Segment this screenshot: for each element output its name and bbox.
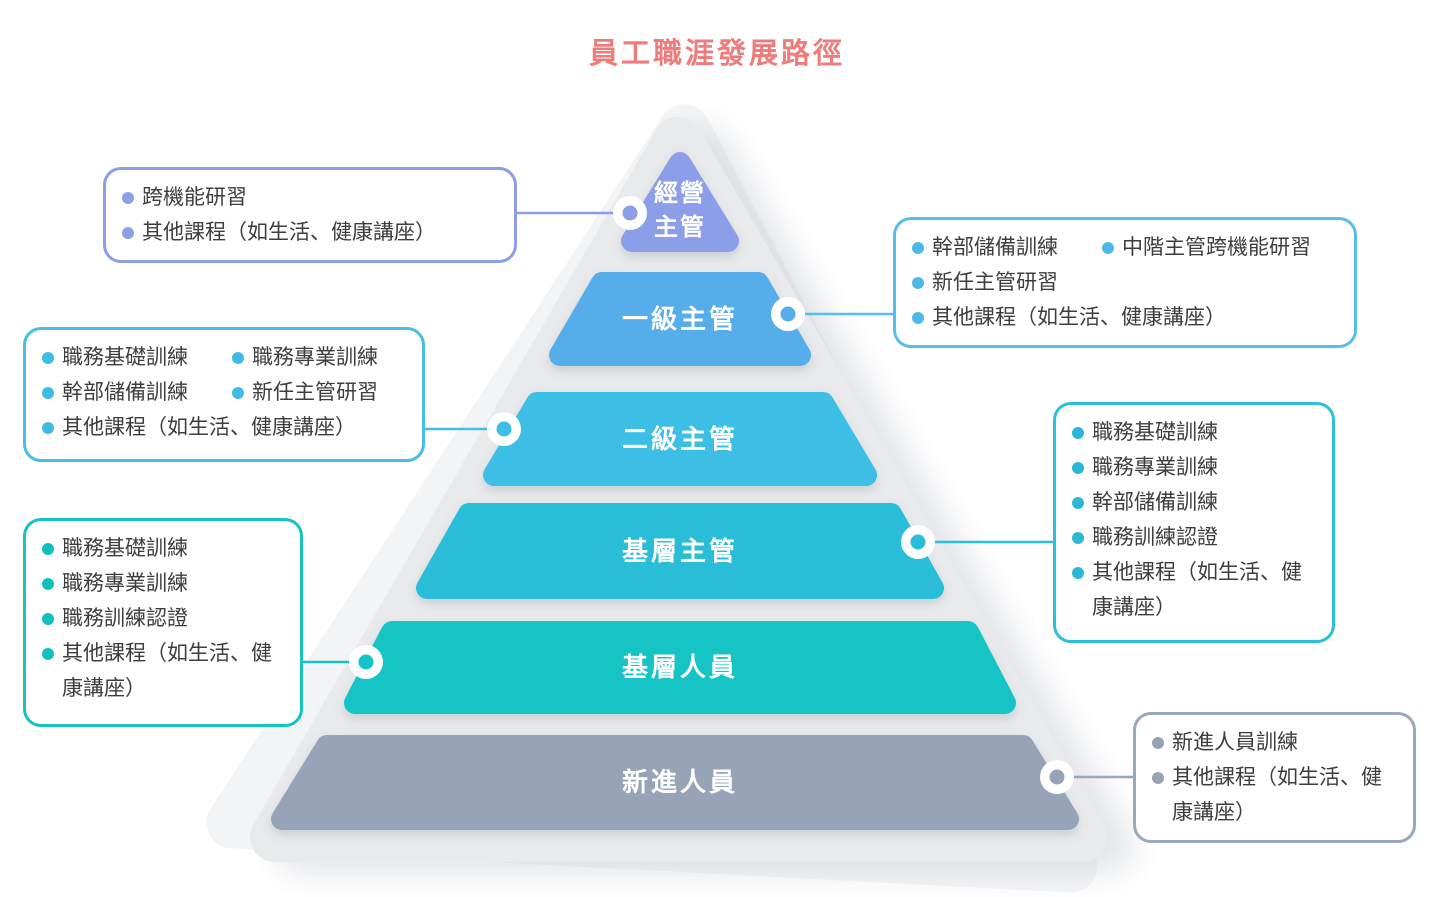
connector-dot-level2 xyxy=(487,412,521,446)
course-label: 其他課程（如生活、健康講座） xyxy=(932,306,1226,329)
bullet-icon xyxy=(42,543,54,555)
course-label: 幹部儲備訓練 xyxy=(62,381,188,404)
connector-dot-level3 xyxy=(901,525,935,559)
list-item: 職務專業訓練 xyxy=(1072,450,1316,485)
course-label: 新任主管研習 xyxy=(932,271,1058,294)
list-item: 職務訓練認證 xyxy=(1072,520,1316,555)
pyramid-level-5 xyxy=(271,735,1079,830)
list-item: 其他課程（如生活、健康講座） xyxy=(1152,760,1397,830)
list-item: 跨機能研習 xyxy=(122,180,498,215)
bullet-icon xyxy=(42,613,54,625)
list-item: 職務專業訓練 xyxy=(232,340,378,375)
list-item: 職務專業訓練 xyxy=(42,566,284,601)
course-label: 職務基礎訓練 xyxy=(1092,421,1218,444)
bullet-icon xyxy=(912,312,924,324)
course-label: 中階主管跨機能研習 xyxy=(1122,236,1311,259)
list-row: 幹部儲備訓練 新任主管研習 xyxy=(42,375,406,410)
course-label: 職務基礎訓練 xyxy=(62,346,188,369)
list-item: 新任主管研習 xyxy=(912,265,1338,300)
course-label: 新進人員訓練 xyxy=(1172,731,1298,754)
list-item: 幹部儲備訓練 xyxy=(1072,485,1316,520)
pyramid-level-3 xyxy=(416,503,944,599)
bullet-icon xyxy=(232,352,244,364)
list-item: 其他課程（如生活、健康講座） xyxy=(1072,555,1316,625)
course-label: 跨機能研習 xyxy=(142,186,247,209)
connector-dot-level1 xyxy=(771,297,805,331)
bullet-icon xyxy=(42,648,54,660)
bullet-icon xyxy=(1072,567,1084,579)
callout-level2: 職務基礎訓練 職務專業訓練 幹部儲備訓練 新任主管研習 其他課程（如生活、健康講… xyxy=(23,327,425,462)
course-label: 職務訓練認證 xyxy=(62,607,188,630)
bullet-icon xyxy=(1152,772,1164,784)
list-item: 職務訓練認證 xyxy=(42,601,284,636)
list-item: 中階主管跨機能研習 xyxy=(1102,230,1311,265)
connector-dot-executive xyxy=(613,196,647,230)
list-row: 職務基礎訓練 職務專業訓練 xyxy=(42,340,406,375)
list-item: 其他課程（如生活、健康講座） xyxy=(42,636,284,706)
connector-dot-level4 xyxy=(349,645,383,679)
bullet-icon xyxy=(1152,737,1164,749)
bullet-icon xyxy=(232,387,244,399)
course-label: 新任主管研習 xyxy=(252,381,378,404)
list-item: 其他課程（如生活、健康講座） xyxy=(912,300,1338,335)
bullet-icon xyxy=(1072,427,1084,439)
callout-level5: 新進人員訓練 其他課程（如生活、健康講座） xyxy=(1133,712,1416,843)
page-title: 員工職涯發展路徑 xyxy=(588,38,845,70)
bullet-icon xyxy=(1072,532,1084,544)
level-label-5: 新進人員 xyxy=(622,767,738,797)
course-label: 其他課程（如生活、健康講座） xyxy=(1172,766,1382,824)
bullet-icon xyxy=(1072,497,1084,509)
callout-level1: 幹部儲備訓練 中階主管跨機能研習 新任主管研習 其他課程（如生活、健康講座） xyxy=(893,217,1357,348)
list-item: 職務基礎訓練 xyxy=(1072,415,1316,450)
bullet-icon xyxy=(42,352,54,364)
course-label: 其他課程（如生活、健康講座） xyxy=(1092,561,1302,619)
level-label-executive-line2: 主管 xyxy=(654,213,706,241)
level-label-2: 二級主管 xyxy=(622,424,738,454)
bullet-icon xyxy=(122,227,134,239)
level-label-3: 基層主管 xyxy=(622,536,738,566)
level-label-4: 基層人員 xyxy=(622,652,738,682)
course-label: 職務專業訓練 xyxy=(252,346,378,369)
level-label-executive-line1: 經營 xyxy=(654,179,706,207)
connector-dot-level5 xyxy=(1040,760,1074,794)
bullet-icon xyxy=(1072,462,1084,474)
list-item: 新任主管研習 xyxy=(232,375,378,410)
list-item: 新進人員訓練 xyxy=(1152,725,1397,760)
course-label: 職務專業訓練 xyxy=(62,572,188,595)
bullet-icon xyxy=(42,387,54,399)
pyramid-level-2 xyxy=(483,392,877,486)
course-label: 職務專業訓練 xyxy=(1092,456,1218,479)
course-label: 其他課程（如生活、健康講座） xyxy=(142,221,436,244)
list-item: 其他課程（如生活、健康講座） xyxy=(122,215,498,250)
bullet-icon xyxy=(1102,242,1114,254)
callout-level3: 職務基礎訓練 職務專業訓練 幹部儲備訓練 職務訓練認證 其他課程（如生活、健康講… xyxy=(1053,402,1335,643)
bullet-icon xyxy=(42,422,54,434)
level-label-1: 一級主管 xyxy=(622,304,738,334)
pyramid-level-1 xyxy=(549,272,811,366)
course-label: 職務基礎訓練 xyxy=(62,537,188,560)
list-item: 職務基礎訓練 xyxy=(42,340,232,375)
list-item: 其他課程（如生活、健康講座） xyxy=(42,410,406,445)
course-label: 幹部儲備訓練 xyxy=(932,236,1058,259)
callout-executive: 跨機能研習 其他課程（如生活、健康講座） xyxy=(103,167,517,263)
course-label: 職務訓練認證 xyxy=(1092,526,1218,549)
course-label: 其他課程（如生活、健康講座） xyxy=(62,416,356,439)
list-item: 幹部儲備訓練 xyxy=(912,230,1102,265)
bullet-icon xyxy=(912,242,924,254)
bullet-icon xyxy=(42,578,54,590)
list-item: 幹部儲備訓練 xyxy=(42,375,232,410)
bullet-icon xyxy=(122,192,134,204)
callout-level4: 職務基礎訓練 職務專業訓練 職務訓練認證 其他課程（如生活、健康講座） xyxy=(23,518,303,727)
course-label: 幹部儲備訓練 xyxy=(1092,491,1218,514)
list-row: 幹部儲備訓練 中階主管跨機能研習 xyxy=(912,230,1338,265)
pyramid-level-4 xyxy=(344,621,1016,714)
list-item: 職務基礎訓練 xyxy=(42,531,284,566)
course-label: 其他課程（如生活、健康講座） xyxy=(62,642,272,700)
pyramid-level-executive xyxy=(621,152,739,252)
bullet-icon xyxy=(912,277,924,289)
